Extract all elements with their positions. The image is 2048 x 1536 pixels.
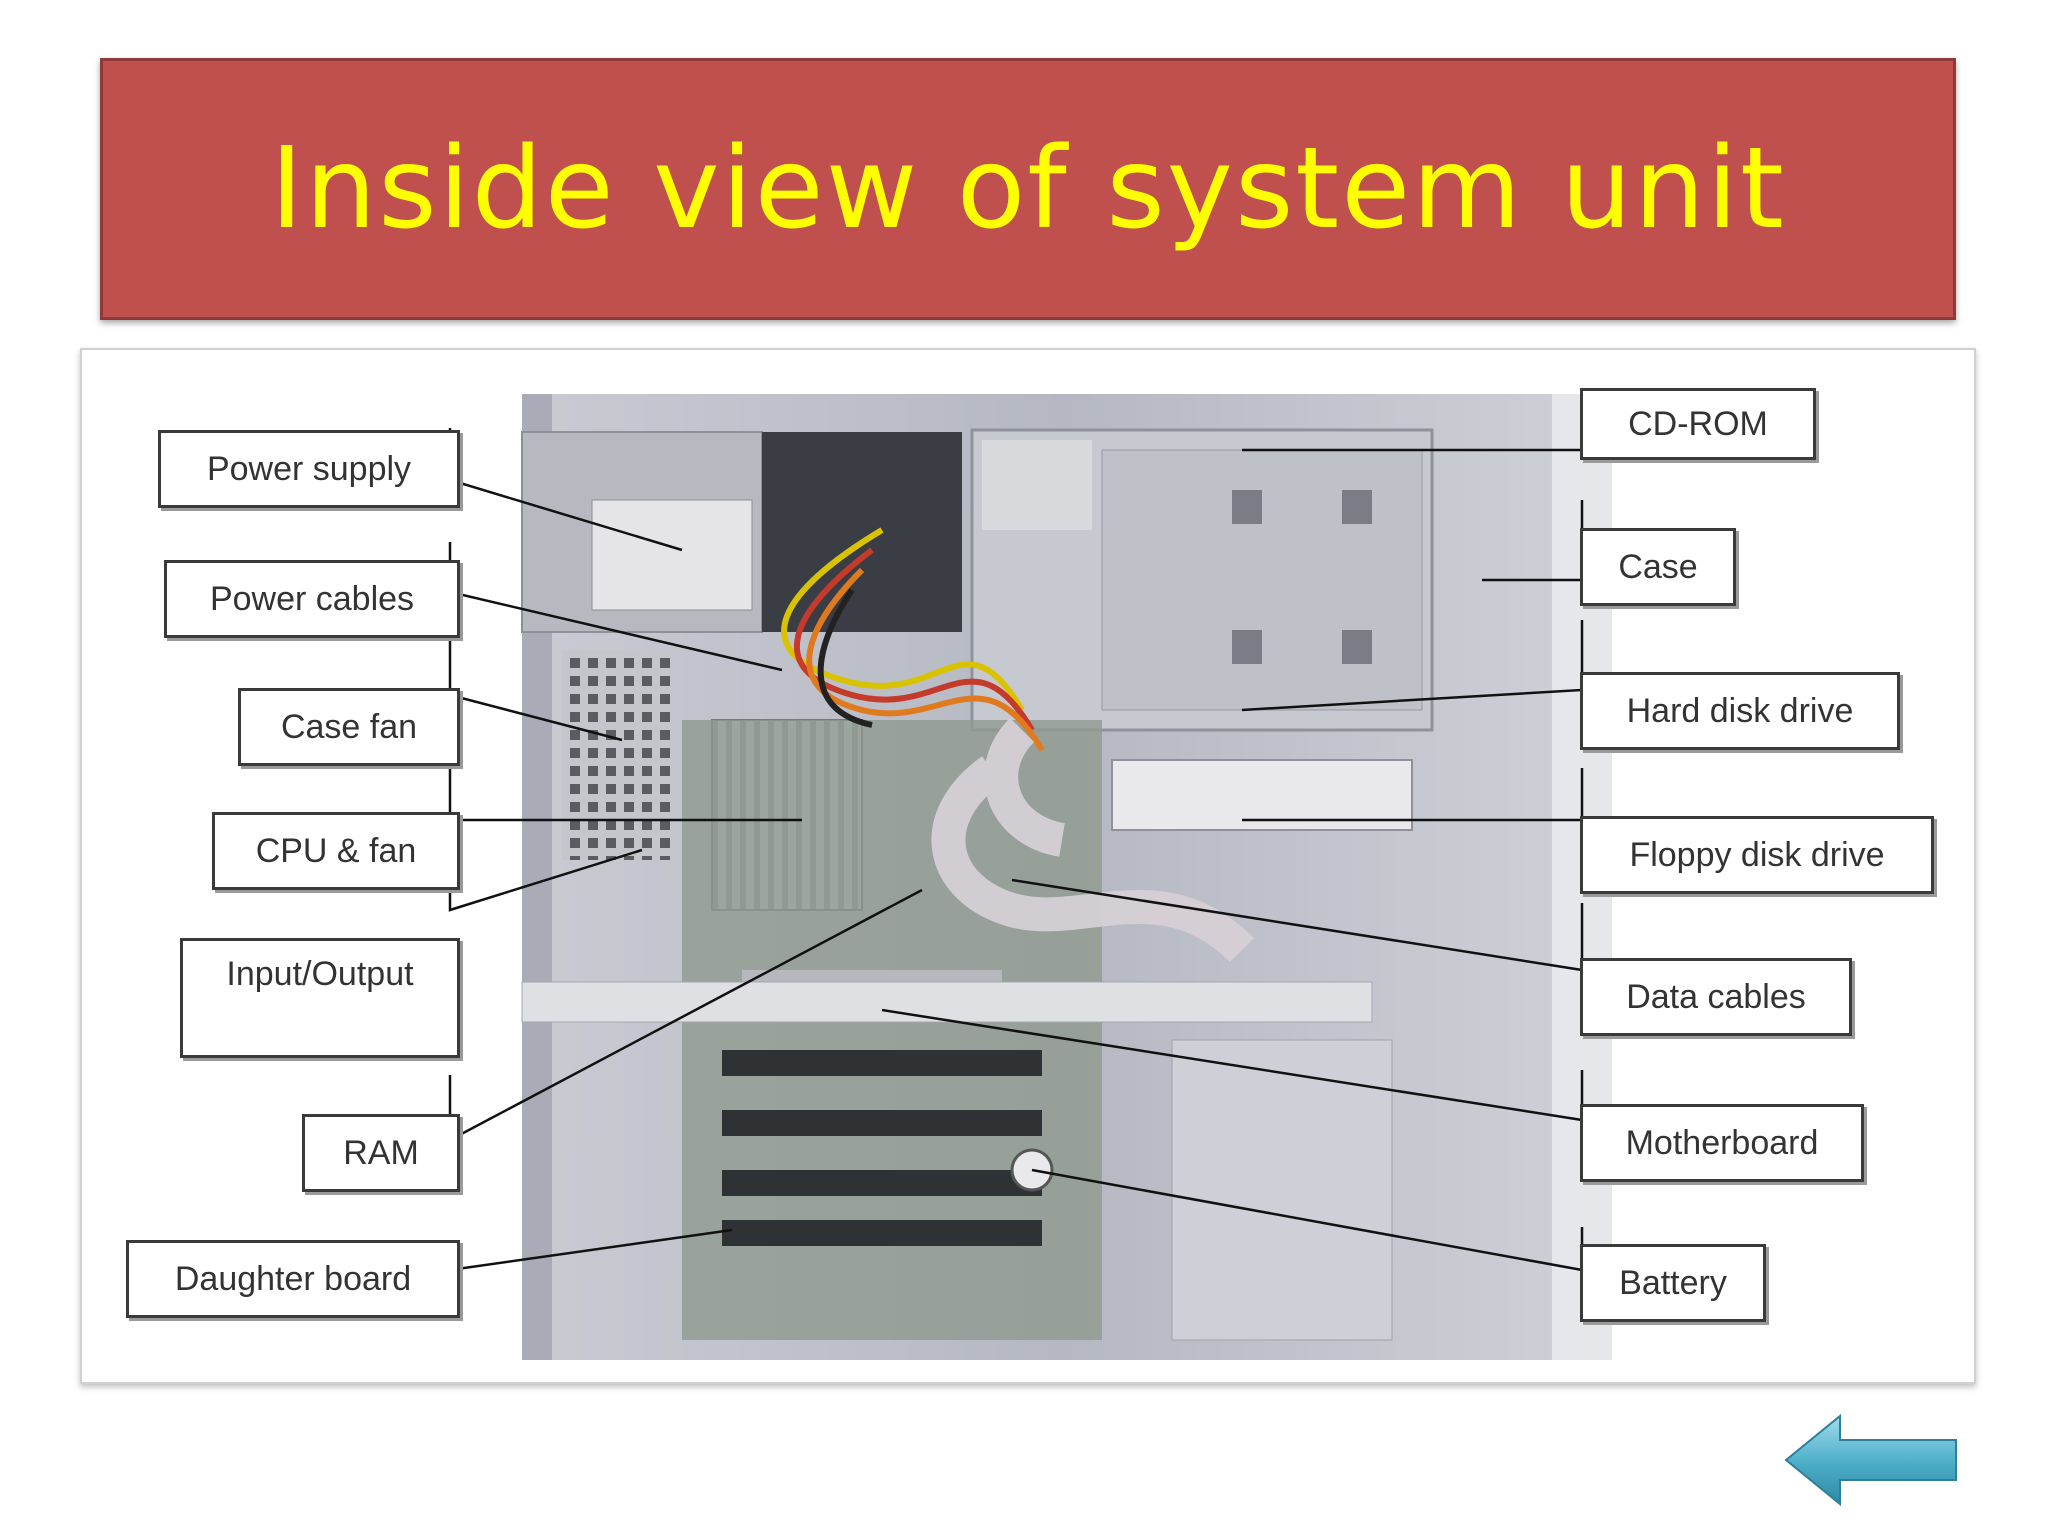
case-brace bbox=[521, 981, 1373, 1023]
label-battery: Battery bbox=[1580, 1244, 1766, 1322]
label-power-cables: Power cables bbox=[164, 560, 460, 638]
arrow-left-icon bbox=[1784, 1413, 1957, 1507]
label-ram: RAM bbox=[302, 1114, 460, 1192]
label-motherboard: Motherboard bbox=[1580, 1104, 1864, 1182]
slide-title: Inside view of system unit bbox=[270, 124, 1786, 254]
label-data-cables: Data cables bbox=[1580, 958, 1852, 1036]
power-supply-unit bbox=[521, 431, 962, 633]
drive-bays bbox=[970, 428, 1434, 831]
back-button[interactable] bbox=[1782, 1410, 1962, 1510]
power-wires bbox=[781, 527, 1045, 752]
system-unit-illustration bbox=[448, 394, 1612, 1360]
label-input-output: Input/Output bbox=[180, 938, 460, 1058]
motherboard-board bbox=[682, 720, 1102, 1340]
title-banner: Inside view of system unit bbox=[100, 58, 1956, 320]
label-daughter-board: Daughter board bbox=[126, 1240, 460, 1318]
label-hard-disk-drive: Hard disk drive bbox=[1580, 672, 1900, 750]
label-cpu-fan: CPU & fan bbox=[212, 812, 460, 890]
label-case: Case bbox=[1580, 528, 1736, 606]
label-cd-rom: CD-ROM bbox=[1580, 388, 1816, 460]
label-power-supply: Power supply bbox=[158, 430, 460, 508]
case-fan-grill bbox=[562, 650, 672, 860]
lower-panel bbox=[1171, 1039, 1393, 1341]
label-case-fan: Case fan bbox=[238, 688, 460, 766]
label-floppy-disk-drive: Floppy disk drive bbox=[1580, 816, 1934, 894]
ribbon-cables bbox=[931, 717, 1255, 963]
diagram-frame: Power supply Power cables Case fan CPU &… bbox=[80, 348, 1976, 1384]
